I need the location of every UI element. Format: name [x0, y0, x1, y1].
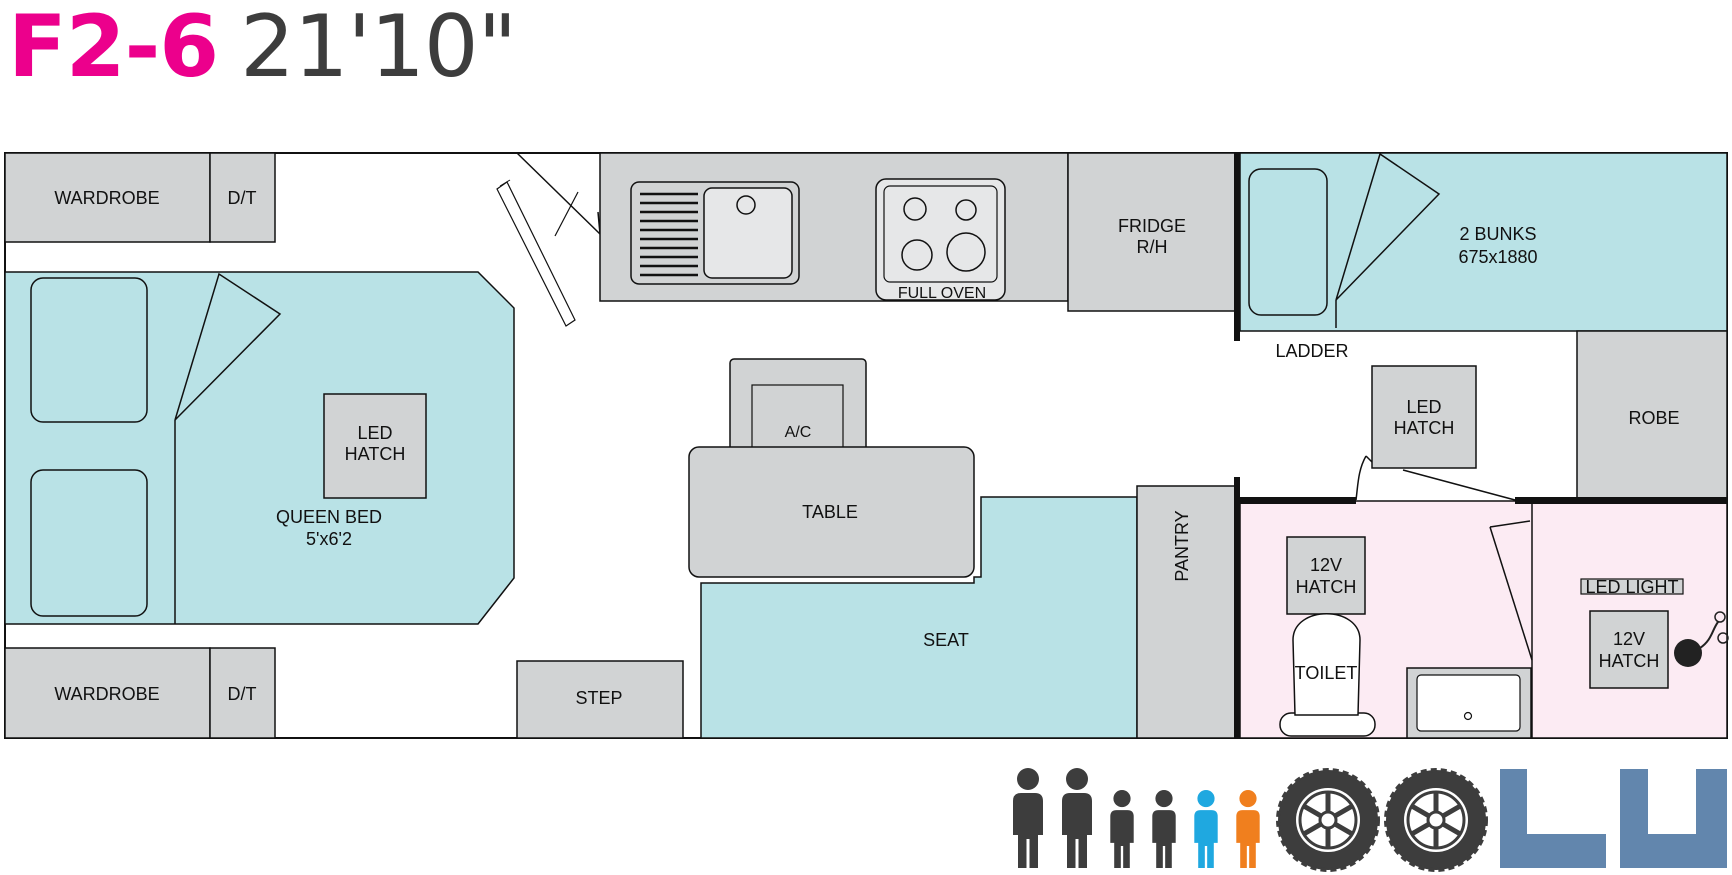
- fridge: FRIDGE R/H: [1067, 152, 1237, 312]
- air-conditioner: A/C: [729, 358, 867, 452]
- svg-text:HATCH: HATCH: [1296, 577, 1357, 597]
- axle-icons: [1276, 768, 1488, 872]
- wardrobe-top: WARDROBE: [4, 152, 211, 243]
- svg-text:PANTRY: PANTRY: [1172, 510, 1192, 581]
- hatch-12v-shower: 12V HATCH: [1589, 610, 1669, 689]
- svg-text:2 BUNKS: 2 BUNKS: [1459, 224, 1536, 244]
- dt-bottom: D/T: [209, 647, 276, 739]
- tyre-icon: [1384, 768, 1488, 872]
- ladder-label: LADDER: [1275, 341, 1348, 361]
- svg-text:WARDROBE: WARDROBE: [54, 684, 159, 704]
- svg-text:WARDROBE: WARDROBE: [54, 188, 159, 208]
- child-icon: [1110, 790, 1134, 868]
- svg-text:12V: 12V: [1613, 629, 1645, 649]
- adult-icon: [1013, 768, 1043, 868]
- child-icon: [1152, 790, 1176, 868]
- dinette-seat: SEAT: [700, 496, 1138, 739]
- entry-door: [496, 152, 601, 327]
- svg-text:HATCH: HATCH: [1394, 418, 1455, 438]
- svg-text:SEAT: SEAT: [923, 630, 969, 650]
- toilet: TOILET: [1279, 613, 1376, 737]
- full-oven-label: FULL OVEN: [898, 285, 986, 302]
- pillow-top: [30, 277, 148, 423]
- shower-head-icon: [1674, 611, 1729, 667]
- svg-text:675x1880: 675x1880: [1458, 247, 1537, 267]
- model-length: 21'10": [240, 0, 517, 97]
- child-icon: [1194, 790, 1218, 868]
- child-icon: [1236, 790, 1260, 868]
- queen-bed-size: 5'x6'2: [306, 529, 352, 549]
- pantry: PANTRY: [1136, 485, 1236, 739]
- dt-top: D/T: [209, 152, 276, 243]
- vanity-basin: [1406, 667, 1532, 739]
- svg-text:R/H: R/H: [1137, 237, 1168, 257]
- pillow-bottom: [30, 469, 148, 617]
- svg-text:TOILET: TOILET: [1295, 663, 1358, 683]
- svg-text:D/T: D/T: [228, 188, 257, 208]
- floorplan-layout-icon: [1500, 769, 1727, 868]
- entry-step: STEP: [516, 660, 684, 739]
- queen-bed: QUEEN BED 5'x6'2: [4, 271, 515, 625]
- dinette-table: TABLE: [688, 446, 975, 578]
- bunk-wall: [1234, 153, 1240, 341]
- svg-text:HATCH: HATCH: [1599, 651, 1660, 671]
- bunk-pillow: [1248, 168, 1328, 316]
- svg-text:TABLE: TABLE: [802, 502, 858, 522]
- svg-text:LED LIGHT: LED LIGHT: [1585, 577, 1678, 597]
- svg-text:LED: LED: [357, 423, 392, 443]
- queen-bed-label: QUEEN BED: [276, 507, 382, 527]
- svg-text:HATCH: HATCH: [345, 444, 406, 464]
- led-hatch-bed: LED HATCH: [323, 393, 427, 499]
- tyre-icon: [1276, 768, 1380, 872]
- wardrobe-bottom: WARDROBE: [4, 647, 211, 739]
- bunks: 2 BUNKS 675x1880: [1239, 152, 1728, 332]
- sink: [630, 181, 800, 285]
- svg-text:12V: 12V: [1310, 555, 1342, 575]
- kitchen-bench: FULL OVEN: [599, 152, 1069, 302]
- led-hatch-mid: LED HATCH: [1371, 365, 1477, 469]
- bunk-cover-fold: [1335, 152, 1441, 301]
- svg-text:A/C: A/C: [785, 424, 812, 441]
- svg-text:STEP: STEP: [575, 688, 622, 708]
- adult-icon: [1062, 768, 1092, 868]
- svg-text:D/T: D/T: [228, 684, 257, 704]
- robe: ROBE: [1576, 330, 1728, 502]
- svg-text:LED: LED: [1406, 397, 1441, 417]
- cooktop: FULL OVEN: [875, 178, 1006, 302]
- svg-text:ROBE: ROBE: [1628, 408, 1679, 428]
- led-light: LED LIGHT: [1580, 577, 1684, 597]
- bed-cover-fold: [174, 272, 282, 421]
- svg-text:FRIDGE: FRIDGE: [1118, 216, 1186, 236]
- model-name: F2-6: [8, 0, 219, 97]
- hatch-12v-toilet: 12V HATCH: [1286, 536, 1366, 615]
- sleeping-capacity-icons: [1013, 768, 1260, 868]
